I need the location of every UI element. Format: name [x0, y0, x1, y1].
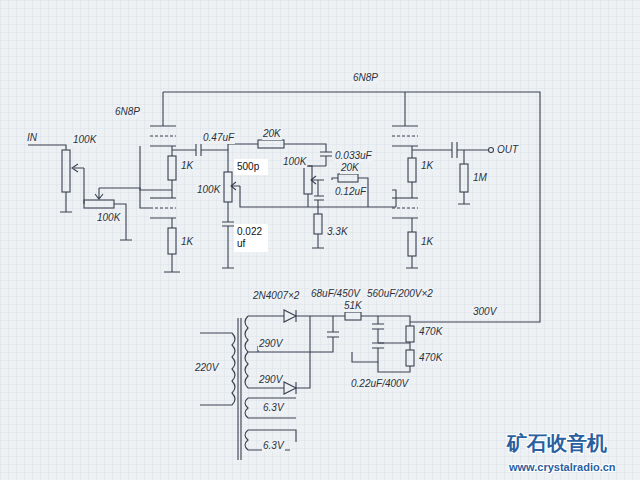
component-label: 20K — [262, 128, 282, 140]
component-label: 100K — [96, 212, 121, 224]
component-label: 220V — [194, 362, 219, 374]
component-label: 470K — [418, 326, 443, 338]
component-label: 1K — [180, 236, 194, 248]
component-label: 1K — [420, 160, 434, 172]
component-label: OUT — [496, 144, 519, 156]
value-text: 500p — [237, 161, 265, 173]
component-label: 0.22uF/400V — [350, 378, 409, 390]
component-label: 100K — [196, 184, 221, 196]
value-patch: 500p — [234, 159, 268, 175]
component-label: 100K — [72, 134, 97, 146]
component-label: 2N4007×2 — [252, 290, 300, 302]
value-text: 0.022 uf — [237, 226, 265, 250]
watermark: 矿石收音机 — [506, 432, 608, 454]
watermark: www.crystalradio.cn — [508, 461, 617, 474]
component-label: 1K — [420, 236, 434, 248]
component-label: 0.12uF — [334, 186, 367, 198]
component-label: 1K — [180, 160, 194, 172]
component-label: 100K — [282, 156, 307, 168]
component-label: 0.033uF — [334, 150, 373, 162]
component-label: IN — [26, 132, 38, 144]
value-patch: 0.022 uf — [234, 224, 268, 252]
component-label: 20K — [340, 162, 360, 174]
component-label: 3.3K — [326, 226, 349, 238]
component-label: 290V — [258, 338, 283, 350]
component-label: 6N8P — [352, 72, 379, 84]
component-label: 6.3V — [262, 440, 285, 452]
component-label: 68uF/450V — [310, 288, 361, 300]
component-label: 290V — [258, 374, 283, 386]
component-label: 470K — [418, 352, 443, 364]
component-label: 51K — [343, 300, 363, 312]
component-label: 300V — [472, 306, 497, 318]
component-label: 560uF/200V×2 — [366, 288, 434, 300]
component-label: 6N8P — [114, 106, 141, 118]
component-label: 0.47uF — [202, 132, 235, 144]
component-label: 6.3V — [262, 402, 285, 414]
component-label: 1M — [472, 172, 488, 184]
